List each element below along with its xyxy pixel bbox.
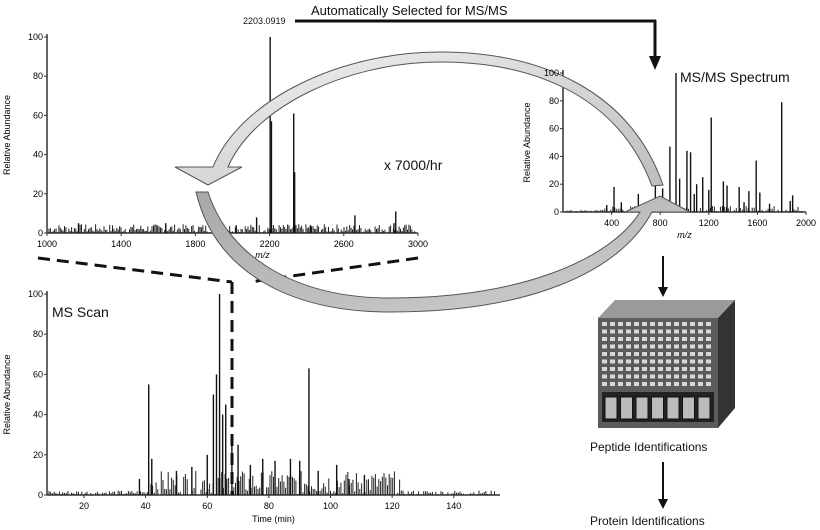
y-tick-label: 40 <box>33 410 43 420</box>
x-tick-label: 140 <box>446 501 461 511</box>
y-tick-label: 0 <box>38 228 43 238</box>
y-tick-label: 20 <box>549 179 559 189</box>
y-tick-label: 0 <box>38 490 43 500</box>
x-axis-label: m/z <box>677 230 692 240</box>
rate-label: x 7000/hr <box>384 157 443 173</box>
y-tick-label: 80 <box>33 329 43 339</box>
arrow-to-protein-head <box>658 499 668 509</box>
arrow-to-server-head <box>658 287 668 297</box>
x-tick-label: 80 <box>264 501 274 511</box>
y-axis-label: Relative Abundance <box>522 102 532 182</box>
x-tick-label: 20 <box>79 501 89 511</box>
ms-ms-spectrum <box>560 70 807 215</box>
x-tick-label: 40 <box>141 501 151 511</box>
y-tick-label: 20 <box>33 189 43 199</box>
y-tick-label: 60 <box>549 124 559 134</box>
protein-identifications-label: Protein Identifications <box>590 514 705 528</box>
x-axis-label: m/z <box>255 250 270 260</box>
y-tick-label: 100 <box>28 32 43 42</box>
y-tick-label: 60 <box>33 110 43 120</box>
baseline-noise <box>48 470 497 495</box>
zoomed-ms-scan-labels: 0 20 40 60 80 100 1000 1400 1800 2200 2600 3000 Rela… <box>2 32 428 260</box>
y-tick-label: 20 <box>33 450 43 460</box>
annotation-precursor-mz: 2203.0919 <box>243 16 286 26</box>
x-tick-label: 400 <box>604 218 619 228</box>
x-tick-label: 1400 <box>111 239 131 249</box>
cycle-arrow-bottom <box>195 191 691 313</box>
x-axis-label: Time (min) <box>252 514 295 524</box>
y-tick-label: 80 <box>33 71 43 81</box>
x-tick-label: 1600 <box>747 218 767 228</box>
ms-ms-spectrum-labels: 0 20 40 60 80 100 400 800 1200 1600 2000 Relative A… <box>522 68 816 240</box>
x-tick-label: 1200 <box>699 218 719 228</box>
zoomed-ms-scan <box>44 34 419 236</box>
x-tick-label: 60 <box>202 501 212 511</box>
x-tick-label: 1000 <box>37 239 57 249</box>
y-tick-label: 100 <box>28 289 43 299</box>
y-tick-label: 40 <box>33 150 43 160</box>
baseline-noise <box>48 224 416 233</box>
y-tick-label: 40 <box>549 151 559 161</box>
x-tick-label: 100 <box>323 501 338 511</box>
ms-scan-chromatogram <box>44 291 500 498</box>
x-tick-label: 1800 <box>185 239 205 249</box>
server-computer-image <box>598 300 735 428</box>
y-tick-label: 80 <box>549 96 559 106</box>
x-tick-label: 800 <box>653 218 668 228</box>
x-tick-label: 2200 <box>260 239 280 249</box>
auto-selected-label: Automatically Selected for MS/MS <box>311 3 508 18</box>
x-tick-label: 2600 <box>334 239 354 249</box>
peptide-identifications-label: Peptide Identifications <box>590 440 708 454</box>
y-axis-label: Relative Abundance <box>2 95 12 175</box>
msms-title: MS/MS Spectrum <box>680 69 790 85</box>
selection-arrow-head <box>649 56 661 70</box>
x-tick-label: 120 <box>385 501 400 511</box>
ms-scan-title: MS Scan <box>52 304 109 320</box>
cycle-arrow-top <box>174 51 664 187</box>
x-tick-label: 3000 <box>408 239 428 249</box>
zoom-dashed-line-left <box>37 256 233 284</box>
y-tick-label: 60 <box>33 369 43 379</box>
y-axis-label: Relative Abundance <box>2 354 12 434</box>
x-tick-label: 2000 <box>796 218 816 228</box>
y-tick-label: 0 <box>554 207 559 217</box>
y-tick-label: 100 <box>544 68 559 78</box>
ms-scan-chromatogram-labels: 0 20 40 60 80 100 20 40 60 80 100 120 140 Relative Ab… <box>2 289 461 524</box>
